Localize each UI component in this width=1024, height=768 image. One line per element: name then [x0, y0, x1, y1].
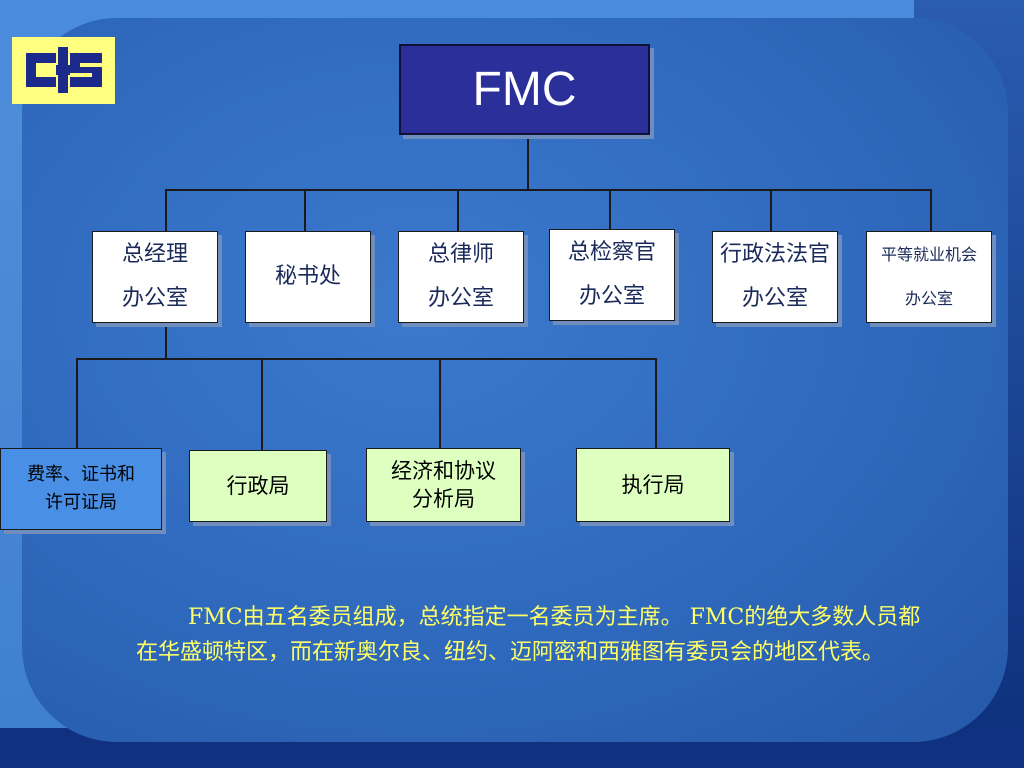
node-label: 费率、证书和	[27, 464, 135, 485]
connector	[165, 189, 932, 191]
node-certification-licensing-bureau: 费率、证书和 许可证局	[0, 448, 162, 530]
connector	[527, 135, 529, 190]
node-enforcement-bureau: 执行局	[576, 448, 730, 522]
node-label: 办公室	[427, 286, 494, 311]
connector	[165, 323, 167, 359]
node-label: 平等就业机会	[880, 245, 977, 264]
connector	[609, 189, 611, 229]
node-secretariat: 秘书处	[245, 231, 371, 323]
node-label: 经济和协议	[391, 459, 496, 483]
connector	[655, 358, 657, 448]
description-text: FMC由五名委员组成，总统指定一名委员为主席。 FMC的绝大多数人员都在华盛顿特…	[136, 605, 921, 665]
node-general-counsel-office: 总律师 办公室	[398, 231, 524, 323]
connector	[76, 358, 657, 360]
node-label: 办公室	[741, 286, 808, 311]
connector	[770, 189, 772, 231]
node-label: 执行局	[621, 473, 685, 497]
node-admin-law-judges-office: 行政法法官 办公室	[712, 231, 838, 323]
root-node-fmc: FMC	[399, 44, 650, 135]
connector	[261, 358, 263, 450]
node-label: 办公室	[578, 284, 645, 309]
content-panel	[22, 18, 1008, 742]
connector	[457, 189, 459, 231]
node-label: 办公室	[904, 289, 953, 308]
connector	[930, 189, 932, 231]
node-label: 总律师	[427, 242, 494, 267]
root-label: FMC	[472, 63, 577, 116]
connector	[165, 189, 167, 231]
cs-logo-icon	[12, 37, 115, 104]
connector	[439, 358, 441, 448]
node-equal-employment-office: 平等就业机会 办公室	[866, 231, 992, 323]
node-label: 秘书处	[274, 264, 341, 289]
node-administration-bureau: 行政局	[189, 450, 327, 522]
node-label: 许可证局	[45, 492, 117, 513]
connector	[76, 358, 78, 448]
node-general-manager-office: 总经理 办公室	[92, 231, 218, 323]
node-label: 办公室	[121, 286, 188, 311]
node-label: 总检察官	[567, 240, 656, 265]
node-economics-agreement-analysis-bureau: 经济和协议 分析局	[366, 448, 521, 522]
node-label: 总经理	[121, 242, 188, 267]
node-label: 行政局	[226, 474, 290, 498]
node-label: 分析局	[412, 487, 475, 511]
node-label: 行政法法官	[719, 242, 830, 267]
connector	[304, 189, 306, 231]
node-inspector-general-office: 总检察官 办公室	[549, 229, 675, 321]
